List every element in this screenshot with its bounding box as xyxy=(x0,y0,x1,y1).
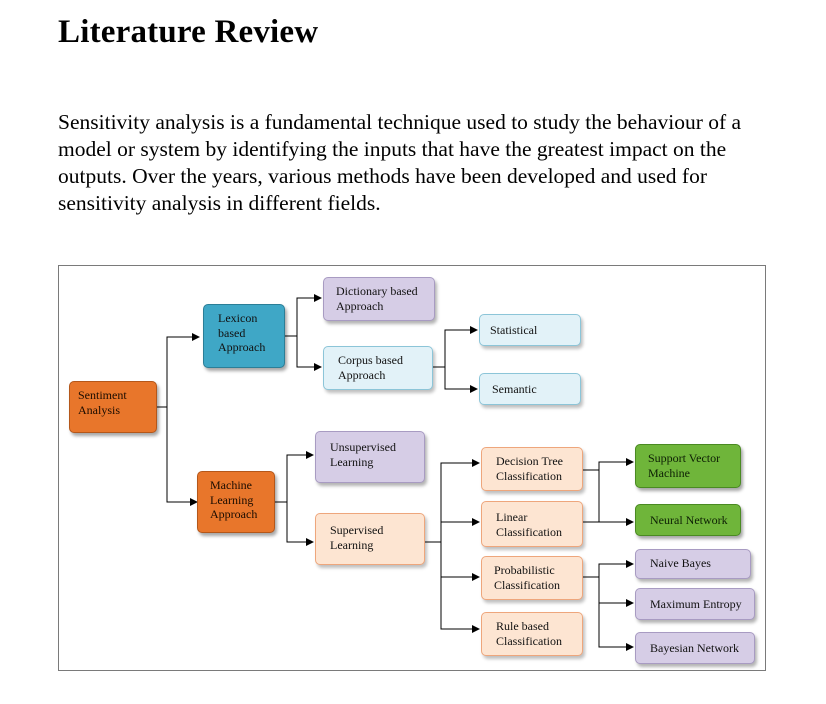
page-title: Literature Review xyxy=(58,14,319,50)
connector-root-ml xyxy=(166,407,198,506)
connector-supervised-rule xyxy=(440,463,480,633)
node-dictionary-approach: Dictionary based Approach xyxy=(323,277,435,321)
node-corpus-approach: Corpus based Approach xyxy=(323,346,433,390)
node-sentiment-analysis: Sentiment Analysis xyxy=(69,381,157,433)
node-supervised-learning: Supervised Learning xyxy=(315,513,425,565)
connector-decision-svm xyxy=(583,458,634,471)
node-support-vector-machine: Support Vector Machine xyxy=(635,444,741,488)
node-bayesian-network: Bayesian Network xyxy=(635,632,755,664)
node-neural-network: Neural Network xyxy=(635,504,741,536)
connector-prob-naive xyxy=(583,560,634,578)
node-rule-based-classification: Rule based Classification xyxy=(481,612,583,656)
node-probabilistic-classification: Probabilistic Classification xyxy=(481,556,583,600)
connector-corpus-statistical xyxy=(433,326,478,368)
connector-root-lexicon xyxy=(157,333,200,408)
connector-supervised-decision-tree xyxy=(425,459,480,543)
sentiment-analysis-taxonomy-diagram: Sentiment Analysis Lexicon based Approac… xyxy=(58,265,766,671)
node-linear-classification: Linear Classification xyxy=(481,501,583,547)
node-naive-bayes: Naive Bayes xyxy=(635,549,751,579)
connector-lexicon-dictionary xyxy=(285,294,322,337)
node-lexicon-approach: Lexicon based Approach xyxy=(203,304,285,368)
node-maximum-entropy: Maximum Entropy xyxy=(635,588,755,620)
connector-corpus-semantic xyxy=(444,367,478,393)
connector-lexicon-corpus xyxy=(296,336,322,371)
node-unsupervised-learning: Unsupervised Learning xyxy=(315,431,425,483)
node-machine-learning-approach: Machine Learning Approach xyxy=(197,471,275,533)
node-decision-tree-classification: Decision Tree Classification xyxy=(481,447,583,491)
node-semantic: Semantic xyxy=(479,373,581,405)
connector-ml-supervised xyxy=(286,502,314,546)
connector-ml-unsupervised xyxy=(275,451,314,503)
intro-paragraph: Sensitivity analysis is a fundamental te… xyxy=(58,110,742,215)
connector-lines xyxy=(157,294,634,651)
node-statistical: Statistical xyxy=(479,314,581,346)
connector-prob-bayesian xyxy=(598,564,634,651)
